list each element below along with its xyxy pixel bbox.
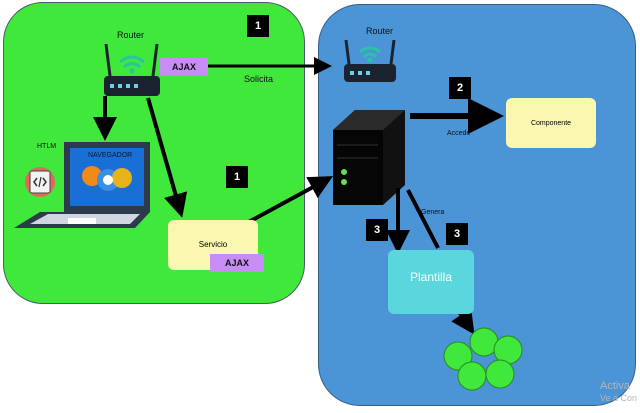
- accede-label: Accede: [447, 130, 471, 137]
- solicita-label: Solicita: [244, 74, 274, 84]
- router-right-label: Router: [366, 26, 394, 36]
- server-tower-icon: [333, 110, 405, 205]
- componente-box: Componente: [506, 98, 596, 148]
- watermark: Activa Ve a Con: [600, 380, 637, 404]
- servicio-label: Servicio: [198, 240, 228, 249]
- navegador-label: NAVEGADOR: [88, 152, 133, 159]
- componente-label: Componente: [530, 119, 572, 127]
- step-1-mid: 1: [226, 166, 248, 188]
- router-left-label: Router: [117, 30, 145, 40]
- ajax-tag-top: AJAX: [160, 58, 208, 76]
- laptop-icon: [14, 142, 150, 228]
- router-right-icon: [344, 39, 396, 82]
- htlm-label: HTLM: [37, 143, 57, 150]
- ajax-tag-bottom: AJAX: [210, 254, 264, 272]
- step-2: 2: [449, 77, 471, 99]
- arrow-servicio-to-server: [244, 176, 334, 226]
- watermark-line-2: Ve a Con: [600, 393, 638, 403]
- component-cluster-icon: [443, 327, 523, 391]
- html-code-icon: [25, 167, 55, 197]
- step-1-top: 1: [247, 15, 269, 37]
- genera-label: Genera: [421, 209, 445, 216]
- plantilla-box: Plantilla: [388, 250, 474, 314]
- watermark-line-1: Activa: [600, 380, 630, 392]
- arrow-router-to-servicio: [146, 97, 188, 218]
- plantilla-label: Plantilla: [409, 270, 453, 284]
- line-plantilla-to-server: [406, 189, 440, 249]
- step-3-left: 3: [366, 219, 388, 241]
- step-3-right: 3: [446, 223, 468, 245]
- router-left-icon: [104, 43, 160, 96]
